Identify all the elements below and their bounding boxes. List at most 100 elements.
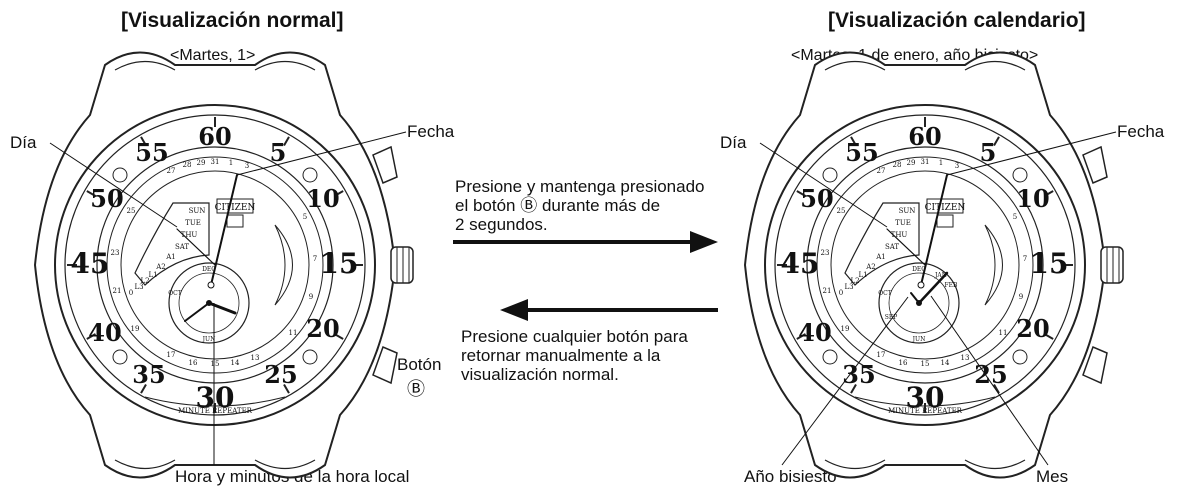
left-date-17: 17 bbox=[167, 351, 176, 359]
right-label-day: Día bbox=[720, 133, 747, 152]
left-day-a1: A1 bbox=[165, 253, 176, 261]
right-day-sat: SAT bbox=[885, 243, 899, 251]
left-day-sat: SAT bbox=[175, 243, 189, 251]
right-date-1: 1 bbox=[939, 159, 943, 167]
right-month-feb: FEB bbox=[945, 282, 959, 289]
right-date-19: 19 bbox=[841, 325, 850, 333]
right-day-zero: 0 bbox=[839, 289, 843, 297]
left-date-29: 29 bbox=[197, 159, 206, 167]
right-date-11: 11 bbox=[999, 329, 1008, 337]
left-day-l1: L1 bbox=[148, 271, 157, 279]
right-day-sun: SUN bbox=[899, 207, 916, 215]
left-date-27: 27 bbox=[167, 167, 176, 175]
left-date-16: 16 bbox=[189, 359, 198, 367]
right-day-a1: A1 bbox=[875, 253, 886, 261]
left-brand: CITIZEN bbox=[215, 203, 256, 213]
right-date-13: 13 bbox=[961, 354, 970, 362]
left-date-3: 3 bbox=[245, 162, 249, 170]
left-date-13: 13 bbox=[251, 354, 260, 362]
right-date-9: 9 bbox=[1019, 293, 1023, 301]
right-minute-25: 25 bbox=[974, 360, 1007, 389]
right-minute-60: 60 bbox=[908, 122, 941, 151]
right-minute-20: 20 bbox=[1016, 314, 1049, 343]
instruction-back: Presione cualquier botón para retornar m… bbox=[461, 327, 688, 384]
right-minute-10: 10 bbox=[1016, 184, 1049, 213]
right-minute-40: 40 bbox=[798, 318, 831, 347]
left-date-11: 11 bbox=[289, 329, 298, 337]
left-label-button-symbol: Ⓑ bbox=[407, 379, 425, 399]
left-minute-55: 55 bbox=[135, 138, 168, 167]
left-minute-5: 5 bbox=[270, 138, 287, 167]
right-label-leap-year: Año bisiesto bbox=[744, 467, 837, 486]
left-day-zero: 0 bbox=[129, 289, 133, 297]
right-day-l3: L3 bbox=[844, 283, 853, 291]
right-date-7: 7 bbox=[1023, 255, 1027, 263]
right-month-hand bbox=[917, 271, 949, 305]
left-subtitle: <Martes, 1> bbox=[170, 47, 256, 64]
right-leader-date bbox=[946, 131, 1117, 176]
right-label-month: Mes bbox=[1036, 467, 1069, 486]
left-minute-40: 40 bbox=[88, 318, 121, 347]
right-repeater: MINUTE REPEATER bbox=[888, 407, 963, 415]
left-month-jun: JUN bbox=[202, 336, 216, 343]
left-date-5: 5 bbox=[303, 213, 307, 221]
right-day-l1: L1 bbox=[858, 271, 867, 279]
right-date-27: 27 bbox=[877, 167, 886, 175]
left-date-hand bbox=[210, 174, 238, 286]
left-day-tue: TUE bbox=[185, 219, 201, 227]
right-day-l2: L2 bbox=[850, 277, 859, 285]
right-date-5: 5 bbox=[1013, 213, 1017, 221]
left-minute-50: 50 bbox=[90, 184, 123, 213]
right-watch: 60 5 10 15 20 25 30 35 40 45 50 55 SUN T… bbox=[744, 51, 1124, 479]
right-date-16: 16 bbox=[899, 359, 908, 367]
left-leader-date bbox=[236, 131, 407, 176]
left-repeater: MINUTE REPEATER bbox=[178, 407, 253, 415]
left-date-9: 9 bbox=[309, 293, 313, 301]
left-title: [Visualización normal] bbox=[121, 9, 344, 32]
left-date-23: 23 bbox=[111, 249, 120, 257]
left-hour-hand bbox=[207, 301, 237, 315]
left-minute-20: 20 bbox=[306, 314, 339, 343]
left-leader-day bbox=[49, 142, 178, 228]
left-date-15: 15 bbox=[211, 360, 220, 368]
right-minute-35: 35 bbox=[842, 360, 875, 389]
right-day-tue: TUE bbox=[895, 219, 911, 227]
left-minute-hand bbox=[184, 302, 210, 322]
right-month-jan: JAN bbox=[934, 272, 947, 279]
left-day-sun: SUN bbox=[189, 207, 206, 215]
right-minute-45: 45 bbox=[781, 247, 820, 280]
left-date-25: 25 bbox=[127, 207, 136, 215]
right-date-31: 31 bbox=[921, 158, 930, 166]
left-date-28: 28 bbox=[183, 161, 192, 169]
left-date-14: 14 bbox=[231, 359, 240, 367]
right-date-25: 25 bbox=[837, 207, 846, 215]
left-minute-30: 30 bbox=[196, 381, 235, 414]
right-date-17: 17 bbox=[877, 351, 886, 359]
right-date-14: 14 bbox=[941, 359, 950, 367]
left-minute-35: 35 bbox=[132, 360, 165, 389]
left-month-oct: OCT bbox=[168, 290, 182, 297]
right-date-29: 29 bbox=[907, 159, 916, 167]
right-date-23: 23 bbox=[821, 249, 830, 257]
right-leader-month bbox=[930, 295, 1049, 466]
left-minute-25: 25 bbox=[264, 360, 297, 389]
left-day-thu: THU bbox=[181, 231, 198, 239]
left-label-button: Botón bbox=[397, 355, 442, 374]
left-label-day: Día bbox=[10, 133, 37, 152]
left-date-7: 7 bbox=[313, 255, 317, 263]
right-minute-5: 5 bbox=[980, 138, 997, 167]
right-date-15: 15 bbox=[921, 360, 930, 368]
left-minute-45: 45 bbox=[71, 247, 110, 280]
arrow-back bbox=[500, 299, 718, 321]
left-day-a2: A2 bbox=[155, 263, 166, 271]
right-date-hand bbox=[920, 174, 948, 286]
left-day-hand bbox=[176, 228, 216, 266]
right-month-sep: SEP bbox=[885, 314, 898, 321]
left-date-31: 31 bbox=[211, 158, 220, 166]
arrow-forward bbox=[453, 231, 718, 253]
right-date-28: 28 bbox=[893, 161, 902, 169]
left-minute-60: 60 bbox=[198, 122, 231, 151]
right-minute-55: 55 bbox=[845, 138, 878, 167]
right-label-date: Fecha bbox=[1117, 122, 1165, 141]
left-date-19: 19 bbox=[131, 325, 140, 333]
